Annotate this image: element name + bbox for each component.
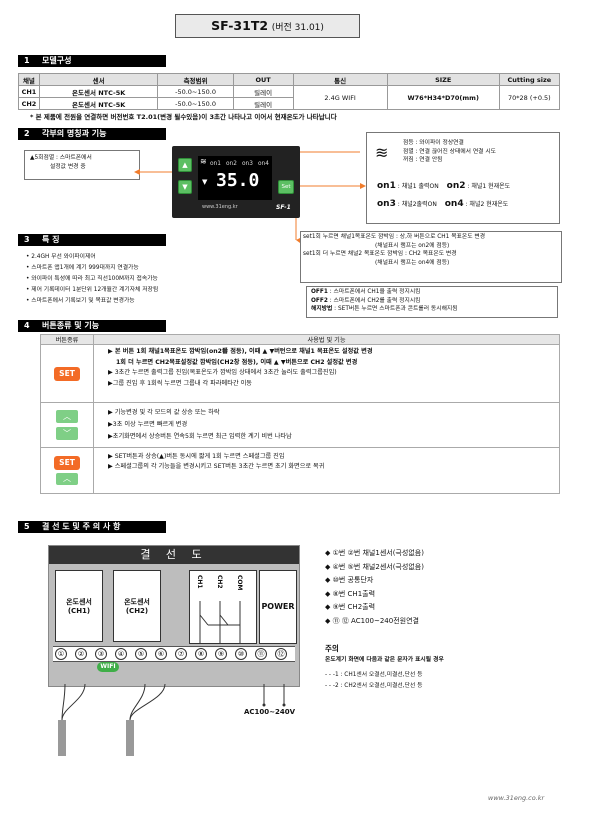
- on-line-1: on1 : 채널1 출력ON on2 : 채널1 현재온도: [377, 181, 511, 191]
- table-row: ︿ ﹀ ▶ 기능변경 및 각 모드의 값 상승 또는 하락 ▶3초 이상 누르면…: [40, 402, 560, 448]
- wiring-legend: ◆ ①번 ②번 채널1센서(극성없음) ◆ ④번 ⑤번 채널2센서(극성없음) …: [325, 547, 424, 628]
- diagram-title: 결 선 도: [49, 546, 299, 564]
- table-row: CH2 온도센서 NTC-5K -50.0~150.0 릴레이: [18, 97, 560, 110]
- down-arrow-button[interactable]: ﹀: [56, 427, 78, 440]
- wifi-status-box: ≋ 점등 : 와이파이 정상연결 점멸 : 연결 끊어진 상태에서 연결 시도 …: [366, 132, 560, 224]
- down-button[interactable]: ▼: [178, 180, 192, 194]
- up-arrow-button[interactable]: ︿: [56, 410, 78, 423]
- terminal-4: ④: [115, 648, 127, 660]
- terminal-6: ⑥: [155, 648, 167, 660]
- list-item: ◆ ⑩번 공통단자: [325, 576, 374, 584]
- blink-note-box: ▲5회점멸 : 스마트폰에서 설정값 변경 중: [24, 150, 140, 180]
- set-button[interactable]: SET: [54, 366, 80, 381]
- wiring-diagram: 결 선 도 온도센서(CH1) 온도센서(CH2) CH1 CH2 COM PO…: [48, 545, 300, 687]
- list-item: • 2.4GH 무선 와이파이제어: [26, 254, 96, 260]
- relay-block: CH1 CH2 COM: [189, 570, 257, 644]
- up-arrow-button[interactable]: ︿: [56, 472, 78, 485]
- terminal-7: ⑦: [175, 648, 187, 660]
- feature-list: • 2.4GH 무선 와이파이제어 • 스마트폰 앱1개에 계기 999대까지 …: [26, 252, 286, 307]
- down-arrow-indicator: ▼: [202, 178, 208, 186]
- wifi-icon: ≋: [375, 143, 389, 162]
- terminal-10: ⑩: [235, 648, 247, 660]
- caution-subtitle: 온도계기 화면에 다음과 같은 문자가 표시될 경우: [325, 657, 444, 663]
- sensor-ch2-block: 온도센서(CH2): [113, 570, 161, 642]
- list-item: ◆ ④번 ⑤번 채널2센서(극성없음): [325, 562, 424, 571]
- terminal-3: ③: [95, 648, 107, 660]
- power-block: POWER: [259, 570, 297, 644]
- table-row: SET ︿ ▶ SET버튼과 상승(▲)버튼 동시에 짧게 1회 누르면 스페셜…: [40, 447, 560, 494]
- on-line-2: on3 : 채널2출력ON on4 : 채널2 현재온도: [377, 199, 509, 209]
- up-button[interactable]: ▲: [178, 158, 192, 172]
- terminal-8: ⑧: [195, 648, 207, 660]
- list-item: • 스마트폰 앱1개에 계기 999대까지 연결가능: [26, 265, 139, 271]
- model-name: SF-31T2: [211, 18, 269, 33]
- list-item: • 스마트폰에서 기록보기 및 목표값 변경가능: [26, 298, 135, 304]
- terminal-2: ②: [75, 648, 87, 660]
- list-item: ◆ ①번 ②번 채널1센서(극성없음): [325, 549, 424, 557]
- terminal-9: ⑨: [215, 648, 227, 660]
- list-item: ◆ ⑨번 CH2출력: [325, 603, 376, 611]
- terminal-5: ⑤: [135, 648, 147, 660]
- set-button[interactable]: SET: [54, 455, 80, 470]
- list-item: - - -1 : CH1센서 오결선,미결선,단선 등: [325, 672, 423, 678]
- model-spec-table: 채널 센서 측정범위 OUT 통신 SIZE Cutting size CH1 …: [18, 73, 561, 110]
- table-row: SET ▶ 본 버튼 1회 채널1목표온도 깜박임(on2番 점등), 이때 ▲…: [40, 344, 560, 403]
- caution-title: 주의: [325, 644, 339, 653]
- set-notes-box: set1회 누르면 채널1목표온도 깜박임 : 상,하 버튼으로 CH1 목표온…: [300, 231, 562, 283]
- controller-device: ▲ ▼ ≋ on1 on2 on3 on4 35.0 ▼ www.31eng.k…: [172, 146, 300, 218]
- document-title: SF-31T2 (버전 31.01): [175, 14, 360, 38]
- lcd-display: ≋ on1 on2 on3 on4 35.0 ▼: [198, 156, 272, 200]
- list-item: • 와이파이 특성에 따라 최고 직선100M까지 접속가능: [26, 276, 158, 282]
- temperature-readout: 35.0: [216, 170, 260, 191]
- ac-voltage-label: AC100~240V: [244, 708, 296, 716]
- terminal-strip: ① ② ③ ④ ⑤ ⑥ ⑦ ⑧ ⑨ ⑩ ⑪ ⑫: [53, 646, 295, 662]
- relay-contacts: [199, 601, 241, 643]
- version-label: (버전 31.01): [271, 23, 324, 33]
- set-button[interactable]: Set: [278, 180, 294, 194]
- off-notes-box: OFF1 : 스마트폰에서 CH1을 출력 정지시킴 OFF2 : 스마트폰에서…: [306, 286, 558, 318]
- list-item: ◆ ⑧번 CH1출력: [325, 589, 376, 598]
- button-function-table: 버튼종류 사용법 및 기능 SET ▶ 본 버튼 1회 채널1목표온도 깜박임(…: [40, 334, 560, 494]
- list-item: - - -2 : CH2센서 오결선,미결선,단선 등: [325, 683, 423, 689]
- list-item: • 제어 기록데이터 1분단위 12개월간 계기자체 저장됨: [26, 287, 159, 293]
- table-header-row: 버튼종류 사용법 및 기능: [40, 334, 560, 345]
- list-item: ◆ ⑪ ⑫ AC100~240전원연결: [325, 616, 419, 625]
- sensor-probe-wires: [58, 683, 286, 756]
- footer-url: www.31eng.co.kr: [488, 794, 545, 802]
- table-header-row: 채널 센서 측정범위 OUT 통신 SIZE Cutting size: [18, 73, 561, 86]
- terminal-1: ①: [55, 648, 67, 660]
- terminal-12: ⑫: [275, 648, 287, 660]
- wifi-status-list: 점등 : 와이파이 정상연결 점멸 : 연결 끊어진 상태에서 연결 시도 꺼짐…: [403, 140, 497, 163]
- sensor-ch1-block: 온도센서(CH1): [55, 570, 103, 642]
- wifi-badge: WIFI: [97, 662, 119, 672]
- caution-list: - - -1 : CH1센서 오결선,미결선,단선 등 - - -2 : CH2…: [325, 670, 422, 692]
- power-on-note: * 본 제품에 전원을 연결하면 버전번호 T2.01(변경 될수있음)이 3초…: [30, 113, 337, 121]
- table-row: CH1 온도센서 NTC-5K -50.0~150.0 릴레이 2.4G WIF…: [18, 85, 561, 110]
- terminal-11: ⑪: [255, 648, 267, 660]
- wifi-icon: ≋: [200, 157, 207, 166]
